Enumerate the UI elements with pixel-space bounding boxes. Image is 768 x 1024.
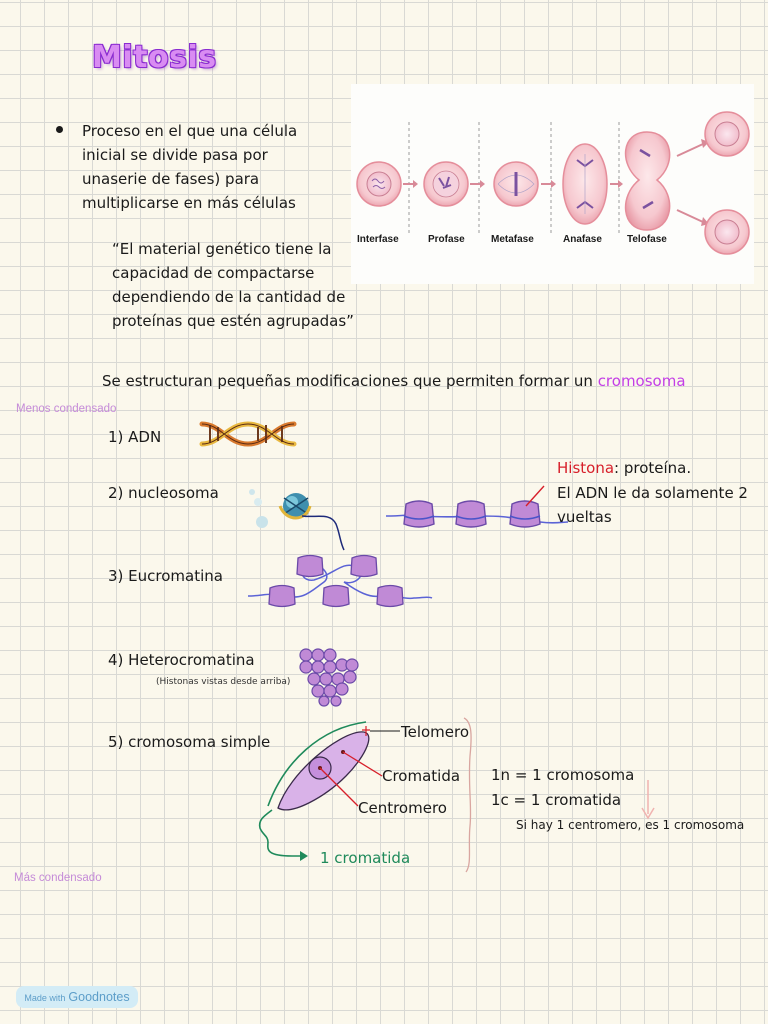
step-heterocromatina: 4) Heterocromatina bbox=[108, 651, 255, 669]
equation-n: 1n = 1 cromosoma bbox=[491, 766, 635, 784]
quote-line: capacidad de compactarse bbox=[112, 264, 315, 282]
phase-label-profase: Profase bbox=[428, 234, 465, 245]
profase-cell-icon bbox=[423, 161, 469, 207]
heterocromatina-cluster-icon bbox=[299, 648, 359, 707]
histona-def: : proteína. bbox=[614, 459, 692, 477]
phase-label-anafase: Anafase bbox=[563, 234, 602, 245]
histona-line3: vueltas bbox=[557, 508, 612, 526]
arrow-down-icon bbox=[641, 780, 655, 820]
step-heterocromatina-note: (Histonas vistas desde arriba) bbox=[156, 677, 291, 687]
quote-paragraph: “El material genético tiene la capacidad… bbox=[112, 237, 354, 333]
step-adn: 1) ADN bbox=[108, 428, 162, 446]
chromosome-diagram bbox=[258, 717, 472, 873]
bullet-line: unaserie de fases) para bbox=[82, 170, 260, 188]
bullet-paragraph: Proceso en el que una célula inicial se … bbox=[82, 119, 342, 215]
nucleosome-bead-icon bbox=[278, 493, 312, 520]
mitosis-phases-image: Interfase Profase Metafase Anafase Telof… bbox=[351, 84, 754, 284]
bullet-dot bbox=[56, 126, 63, 133]
interfase-cell-icon bbox=[356, 161, 402, 207]
intro-text: Se estructuran pequeñas modificaciones q… bbox=[102, 372, 598, 390]
nucleosome-illustration bbox=[249, 485, 569, 551]
label-one-cromatida: 1 cromatida bbox=[320, 849, 411, 867]
bullet-line: multiplicarse en más células bbox=[82, 194, 296, 212]
daughter-cell-top-icon bbox=[704, 111, 750, 157]
badge-made-with: Made with bbox=[24, 993, 66, 1003]
less-condensed-note: Menos condensado bbox=[16, 403, 117, 415]
quote-line: dependiendo de la cantidad de bbox=[112, 288, 346, 306]
daughter-cell-bottom-icon bbox=[704, 209, 750, 255]
quote-line: “El material genético tiene la bbox=[112, 240, 332, 258]
histona-definition: Histona: proteína. bbox=[557, 456, 691, 480]
label-cromatida: Cromatida bbox=[382, 767, 461, 785]
label-centromero: Centromero bbox=[358, 799, 447, 817]
phase-label-interfase: Interfase bbox=[357, 234, 399, 245]
eucromatina-illustration bbox=[247, 554, 433, 608]
step-cromosoma-simple: 5) cromosoma simple bbox=[108, 733, 271, 751]
intro-sentence: Se estructuran pequeñas modificaciones q… bbox=[102, 369, 686, 393]
histone-bead-1 bbox=[403, 500, 435, 528]
step-eucromatina: 3) Eucromatina bbox=[108, 567, 223, 585]
anafase-cell-icon bbox=[562, 143, 608, 225]
centromere-rule: Si hay 1 centromero, es 1 cromosoma bbox=[516, 818, 745, 832]
histona-term: Histona bbox=[557, 459, 615, 477]
page-title: Mitosis bbox=[92, 40, 217, 75]
dna-helix-icon bbox=[199, 421, 297, 447]
phase-label-metafase: Metafase bbox=[491, 234, 534, 245]
cromosoma-highlight: cromosoma bbox=[597, 372, 686, 390]
step-nucleosoma: 2) nucleosoma bbox=[108, 484, 219, 502]
badge-brand: Goodnotes bbox=[68, 990, 130, 1004]
histone-bead-3 bbox=[509, 500, 541, 528]
histone-bead-2 bbox=[455, 500, 487, 528]
phase-label-telofase: Telofase bbox=[627, 234, 667, 245]
equation-c: 1c = 1 cromatida bbox=[491, 791, 622, 809]
bullet-line: inicial se divide pasa por bbox=[82, 146, 268, 164]
mitosis-diagram bbox=[356, 111, 750, 255]
more-condensed-note: Más condensado bbox=[14, 872, 102, 884]
bullet-line: Proceso en el que una célula bbox=[82, 122, 298, 140]
histona-line2: El ADN le da solamente 2 bbox=[557, 484, 748, 502]
label-telomero: Telomero bbox=[401, 723, 470, 741]
quote-line: proteínas que estén agrupadas” bbox=[112, 312, 354, 330]
telofase-cell-icon bbox=[624, 131, 671, 231]
metafase-cell-icon bbox=[493, 161, 539, 207]
